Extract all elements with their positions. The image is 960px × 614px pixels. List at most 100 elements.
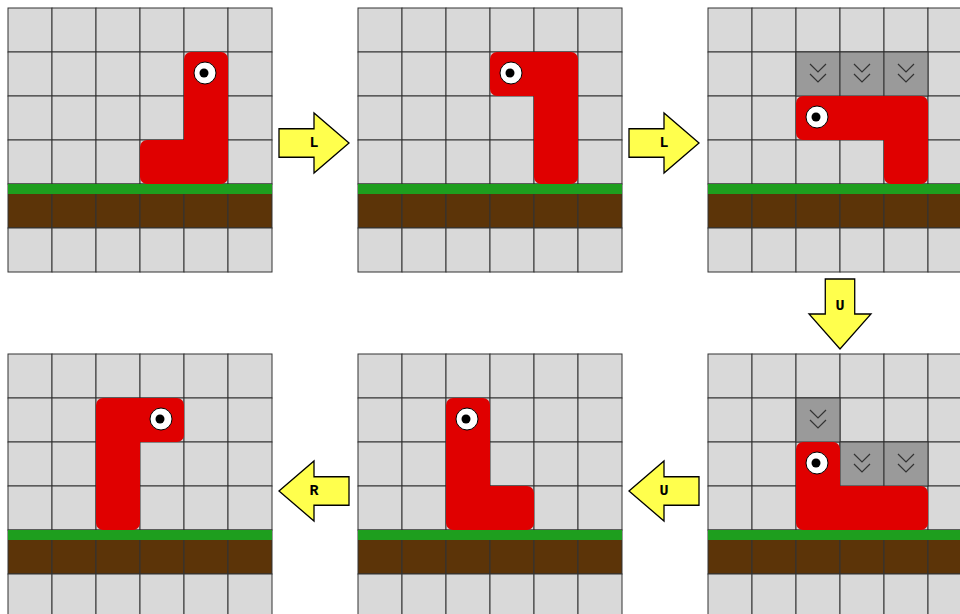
snake-eye: [500, 62, 522, 84]
snake-pupil: [506, 69, 515, 78]
fall-chevron: [898, 74, 914, 82]
empty-cell: [446, 228, 490, 272]
empty-cell: [534, 228, 578, 272]
snake: [96, 398, 184, 530]
empty-cell: [490, 398, 534, 442]
empty-cell: [96, 574, 140, 614]
level-panel: [708, 354, 960, 614]
empty-cell: [358, 442, 402, 486]
empty-cell: [228, 354, 272, 398]
move-arrow: L: [628, 112, 700, 174]
empty-cell: [8, 574, 52, 614]
move-arrow: U: [628, 460, 700, 522]
move-arrow: U: [808, 278, 872, 350]
empty-cell: [578, 228, 622, 272]
empty-cell: [184, 574, 228, 614]
empty-cell: [8, 398, 52, 442]
level-panel: [358, 8, 622, 272]
level-panel: [8, 8, 272, 272]
empty-cell: [752, 442, 796, 486]
empty-cell: [52, 96, 96, 140]
empty-cell: [8, 486, 52, 530]
empty-cell: [534, 574, 578, 614]
level-panel: [708, 8, 960, 272]
empty-cell: [140, 354, 184, 398]
snake-joint: [884, 118, 928, 162]
snake: [446, 398, 534, 530]
empty-cell: [578, 486, 622, 530]
empty-cell: [752, 52, 796, 96]
empty-cell: [358, 486, 402, 530]
fall-chevron: [854, 454, 870, 462]
empty-cell: [884, 442, 928, 486]
fall-cell: [840, 52, 884, 96]
empty-cell: [928, 228, 960, 272]
fall-chevron: [810, 64, 826, 72]
arrow-outline: [279, 113, 349, 173]
arrow-outline: [629, 461, 699, 521]
empty-cell: [796, 52, 840, 96]
snake-joint: [534, 74, 578, 118]
move-arrow: L: [278, 112, 350, 174]
empty-cell: [796, 354, 840, 398]
empty-cell: [402, 574, 446, 614]
empty-cell: [358, 96, 402, 140]
empty-cell: [8, 442, 52, 486]
snake-pupil: [812, 459, 821, 468]
snake-joint: [818, 486, 862, 530]
empty-cell: [402, 8, 446, 52]
snake-eye: [150, 408, 172, 430]
empty-cell: [840, 140, 884, 184]
empty-cell: [52, 398, 96, 442]
empty-cell: [8, 8, 52, 52]
empty-cell: [840, 442, 884, 486]
empty-cell: [52, 354, 96, 398]
empty-cell: [96, 52, 140, 96]
empty-cell: [534, 442, 578, 486]
empty-cell: [228, 442, 272, 486]
empty-cell: [228, 228, 272, 272]
empty-cell: [402, 228, 446, 272]
empty-cell: [96, 96, 140, 140]
empty-cell: [928, 8, 960, 52]
move-arrow: R: [278, 460, 350, 522]
empty-cell: [752, 486, 796, 530]
empty-cell: [884, 52, 928, 96]
empty-cell: [184, 8, 228, 52]
empty-cell: [840, 398, 884, 442]
empty-cell: [446, 52, 490, 96]
fall-chevron: [810, 410, 826, 418]
empty-cell: [140, 52, 184, 96]
empty-cell: [796, 228, 840, 272]
empty-cell: [228, 574, 272, 614]
empty-cell: [358, 140, 402, 184]
empty-cell: [228, 140, 272, 184]
empty-cell: [228, 52, 272, 96]
empty-cell: [928, 442, 960, 486]
empty-cell: [534, 8, 578, 52]
move-letter: L: [309, 136, 318, 151]
snake: [796, 442, 928, 530]
snake-eye: [806, 106, 828, 128]
fall-cell: [796, 398, 840, 442]
empty-cell: [446, 354, 490, 398]
empty-cell: [446, 140, 490, 184]
empty-cell: [578, 8, 622, 52]
empty-cell: [228, 96, 272, 140]
empty-cell: [358, 52, 402, 96]
snake-eye: [456, 408, 478, 430]
empty-cell: [752, 398, 796, 442]
empty-cell: [184, 486, 228, 530]
snake-pupil: [156, 415, 165, 424]
empty-cell: [52, 228, 96, 272]
empty-cell: [708, 354, 752, 398]
empty-cell: [884, 8, 928, 52]
fall-cell: [884, 442, 928, 486]
empty-cell: [534, 354, 578, 398]
snake-pupil: [812, 113, 821, 122]
empty-cell: [884, 354, 928, 398]
empty-cell: [184, 398, 228, 442]
empty-cell: [578, 354, 622, 398]
empty-cell: [358, 8, 402, 52]
empty-cell: [796, 398, 840, 442]
